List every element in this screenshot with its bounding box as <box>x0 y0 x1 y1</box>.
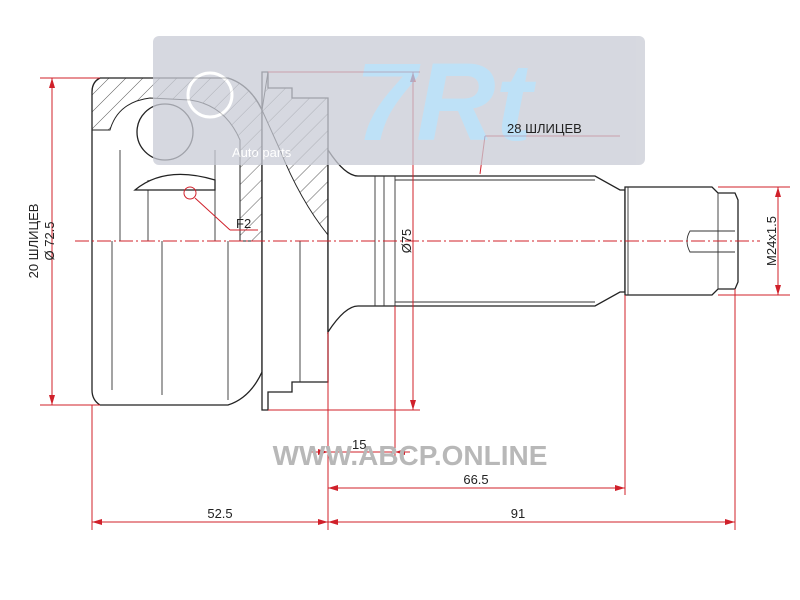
inner-diameter-label: Ø 72.5 <box>42 221 57 260</box>
f2-leader <box>183 186 258 231</box>
detail-label: F2 <box>236 216 251 231</box>
dim-m24 <box>775 187 781 295</box>
svg-text:Auto parts: Auto parts <box>232 145 292 160</box>
outer-splines-label: 28 ШЛИЦЕВ <box>507 121 582 136</box>
thread-label: M24x1.5 <box>764 216 779 266</box>
dim-52-5-line <box>92 519 328 525</box>
dim-91-label: 91 <box>511 506 525 521</box>
dim-72-5 <box>49 78 55 405</box>
dim-15-line <box>310 449 410 455</box>
site-watermark: WWW.ABCP.ONLINE <box>273 440 548 471</box>
flange-diameter-label: Ø75 <box>399 229 414 254</box>
dim-91-line <box>328 519 735 525</box>
dim-52-5-label: 52.5 <box>207 506 232 521</box>
dim-66-5-label: 66.5 <box>463 472 488 487</box>
shaft <box>327 147 739 335</box>
dim-15-label: 15 <box>352 437 366 452</box>
dim-66-5-line <box>328 485 625 491</box>
watermark-logo: 7Rt Auto parts <box>153 36 645 165</box>
svg-text:7Rt: 7Rt <box>355 41 537 164</box>
inner-splines-label: 20 ШЛИЦЕВ <box>26 204 41 279</box>
